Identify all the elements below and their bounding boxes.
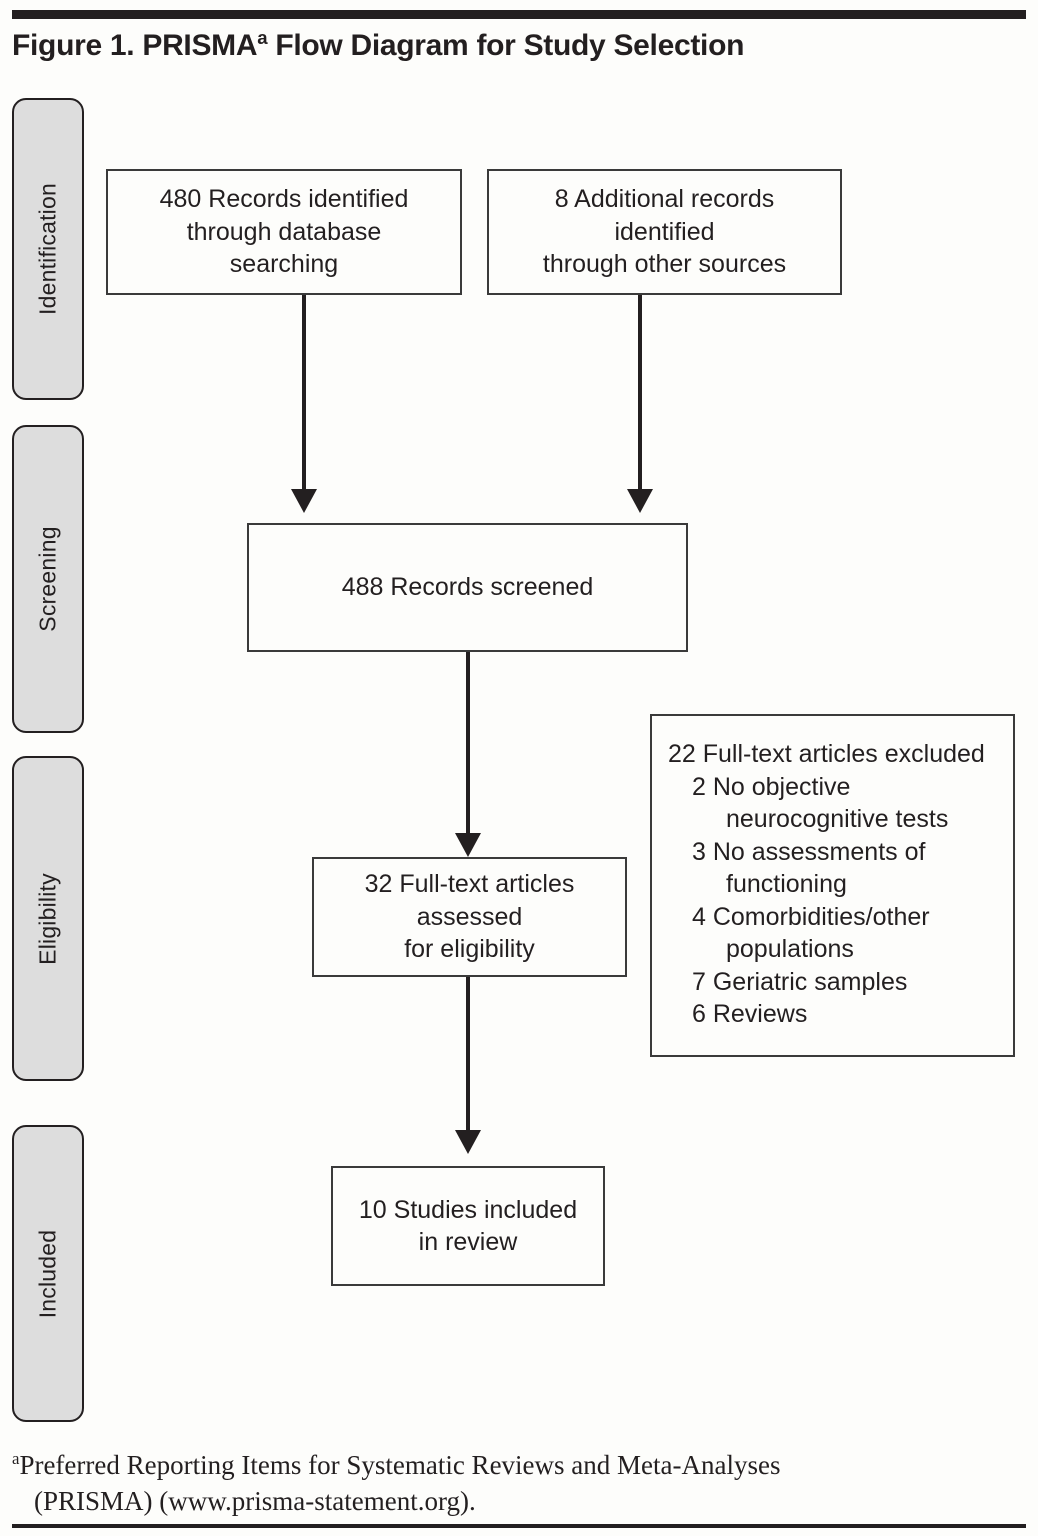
arrowhead-database-to-screened	[291, 489, 317, 513]
exclusion-item-line1: 7 Geriatric samples	[692, 967, 908, 996]
exclusion-item-line1: 4 Comorbidities/other	[692, 902, 930, 931]
top-rule	[12, 10, 1026, 19]
figure-title: Figure 1. PRISMAa Flow Diagram for Study…	[12, 27, 1012, 63]
arrowhead-fulltext-to-included	[455, 1130, 481, 1154]
exclusion-item: 4 Comorbidities/other populations	[668, 901, 1001, 966]
footnote-line-1: Preferred Reporting Items for Systematic…	[19, 1450, 781, 1480]
exclusion-item: 2 No objective neurocognitive tests	[668, 771, 1001, 836]
stage-eligibility: Eligibility	[12, 756, 84, 1081]
figure-title-suffix: Flow Diagram for Study Selection	[267, 29, 745, 62]
exclusion-item-line2: neurocognitive tests	[726, 805, 949, 833]
arrowhead-screened-to-fulltext	[455, 833, 481, 857]
connector-database-to-screened	[302, 295, 306, 491]
exclusion-item-line2: functioning	[726, 870, 847, 898]
figure-title-prefix: Figure 1. PRISMA	[12, 29, 258, 62]
exclusion-item: 7 Geriatric samples	[668, 966, 1001, 999]
exclusion-item-line2: populations	[726, 935, 854, 963]
stage-screening-label: Screening	[34, 526, 61, 632]
figure-footnote: aPreferred Reporting Items for Systemati…	[12, 1448, 1012, 1519]
node-fulltext-excluded: 22 Full-text articles excluded 2 No obje…	[650, 714, 1015, 1057]
exclusions-heading: 22 Full-text articles excluded	[668, 740, 985, 768]
exclusion-item: 6 Reviews	[668, 998, 1001, 1031]
stage-identification-label: Identification	[34, 183, 61, 315]
connector-fulltext-to-included	[466, 977, 470, 1132]
stage-included-label: Included	[34, 1229, 61, 1318]
bottom-rule	[12, 1524, 1026, 1528]
footnote-line-2: (PRISMA) (www.prisma-statement.org).	[34, 1485, 476, 1516]
node-records-screened: 488 Records screened	[247, 523, 688, 652]
stage-identification: Identification	[12, 98, 84, 400]
exclusion-item-line1: 6 Reviews	[692, 1000, 808, 1028]
exclusion-item-line1: 2 No objective	[692, 772, 851, 801]
node-records-screened-text: 488 Records screened	[341, 573, 594, 602]
exclusion-item-line1: 3 No assessments of	[692, 837, 926, 866]
stage-included: Included	[12, 1125, 84, 1422]
connector-other-to-screened	[638, 295, 642, 491]
connector-screened-to-fulltext	[466, 652, 470, 835]
stage-eligibility-label: Eligibility	[34, 872, 61, 965]
stage-screening: Screening	[12, 425, 84, 733]
exclusion-item: 3 No assessments of functioning	[668, 836, 1001, 901]
arrowhead-other-to-screened	[627, 489, 653, 513]
footnote-marker: a	[12, 1449, 20, 1468]
exclusions-list: 2 No objective neurocognitive tests 3 No…	[668, 771, 1001, 1031]
figure-title-footnote-marker: a	[257, 27, 268, 48]
